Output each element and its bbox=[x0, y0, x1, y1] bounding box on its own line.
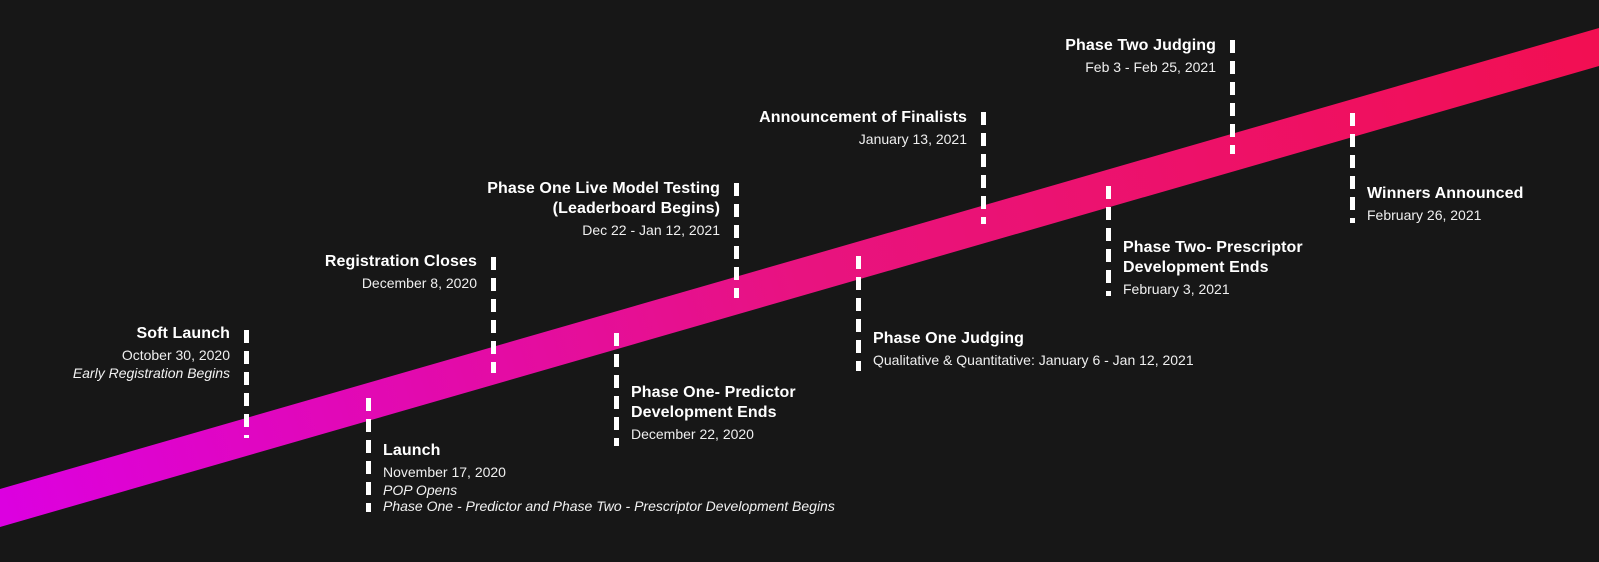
milestone-title: Registration Closes bbox=[324, 253, 477, 270]
milestone-marker-line bbox=[981, 112, 986, 224]
milestone-marker-line bbox=[734, 183, 739, 298]
milestone-marker-line bbox=[614, 333, 619, 446]
milestone-date: January 13, 2021 bbox=[858, 131, 967, 147]
milestone-date: Qualitative & Quantitative: January 6 - … bbox=[873, 352, 1194, 368]
milestone-date: February 3, 2021 bbox=[1123, 281, 1230, 297]
milestone-date: Feb 3 - Feb 25, 2021 bbox=[1085, 59, 1216, 75]
milestone-title: Launch bbox=[383, 442, 441, 459]
milestone-marker-line bbox=[1350, 113, 1355, 223]
milestone-date: October 30, 2020 bbox=[121, 347, 230, 363]
milestone-title: Soft Launch bbox=[136, 325, 230, 342]
milestone-note: Phase One - Predictor and Phase Two - Pr… bbox=[383, 498, 835, 514]
milestone-title: Phase Two Judging bbox=[1065, 37, 1216, 54]
milestone-marker-line bbox=[491, 257, 496, 373]
milestone-label: Phase One Live Model Testing (Leaderboard… bbox=[487, 179, 720, 240]
milestone-title: (Leaderboard Begins) bbox=[552, 200, 720, 217]
milestone-date: February 26, 2021 bbox=[1367, 207, 1482, 223]
timeline-band-shape bbox=[0, 28, 1599, 527]
milestone-note: POP Opens bbox=[383, 482, 458, 498]
milestone-title: Development Ends bbox=[631, 404, 777, 421]
milestone-title: Phase One Judging bbox=[873, 330, 1025, 347]
milestone-marker-line bbox=[244, 330, 249, 438]
milestone-note: Early Registration Begins bbox=[72, 365, 230, 381]
milestone-date: December 8, 2020 bbox=[361, 275, 477, 291]
milestone-marker-line bbox=[366, 398, 371, 512]
milestone-title: Phase Two- Prescriptor bbox=[1123, 239, 1303, 256]
milestone-date: Dec 22 - Jan 12, 2021 bbox=[582, 222, 720, 238]
milestone-title: Winners Announced bbox=[1367, 185, 1524, 202]
milestone-title: Development Ends bbox=[1123, 259, 1269, 276]
milestone-title: Announcement of Finalists bbox=[759, 109, 967, 126]
milestone-title: Phase One Live Model Testing bbox=[487, 180, 720, 197]
milestone-marker-line bbox=[1230, 40, 1235, 154]
milestone-date: November 17, 2020 bbox=[383, 464, 506, 480]
milestone-marker-line bbox=[1106, 186, 1111, 296]
milestone-title: Phase One- Predictor bbox=[631, 384, 796, 401]
milestone-date: December 22, 2020 bbox=[631, 426, 754, 442]
milestone-marker-line bbox=[856, 256, 861, 371]
